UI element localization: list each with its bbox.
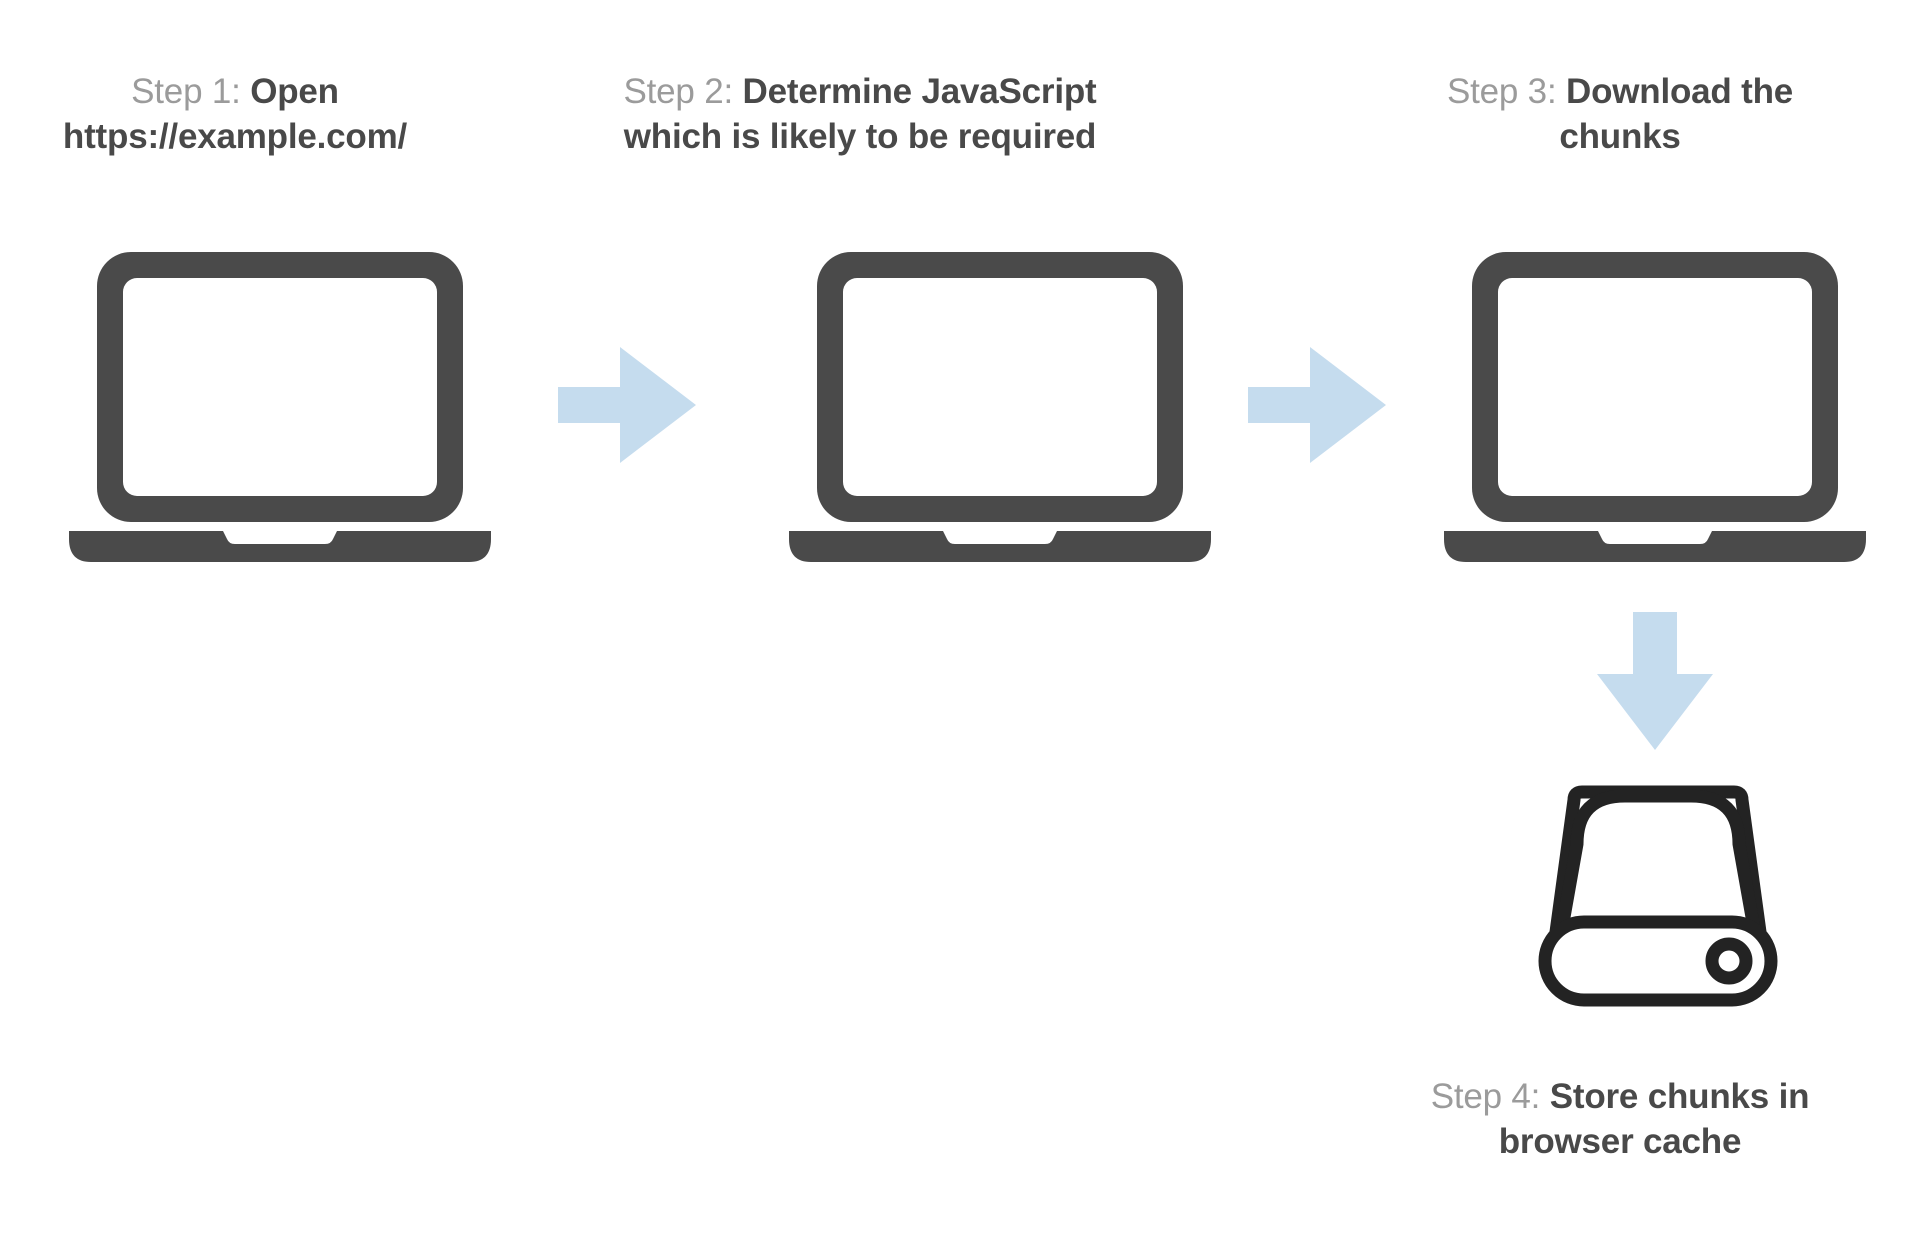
step-1-label: Step 1: [131, 72, 251, 111]
step-1-caption: Step 1: Open https://example.com/ [30, 70, 440, 160]
step-4-text: Store chunks in browser cache [1498, 1077, 1810, 1161]
step-3-text: Download the chunks [1559, 72, 1794, 156]
step-3-caption: Step 3: Download the chunks [1390, 70, 1850, 160]
step-4-label: Step 4: [1430, 1077, 1550, 1116]
step-2-text: Determine JavaScript which is likely to … [623, 72, 1097, 156]
hard-drive-icon [1533, 782, 1783, 1012]
arrow-down-icon [1595, 612, 1715, 752]
laptop-icon [1440, 248, 1870, 568]
laptop-icon [785, 248, 1215, 568]
step-2-caption: Step 2: Determine JavaScript which is li… [570, 70, 1150, 160]
arrow-right-icon [1248, 345, 1388, 465]
laptop-icon [65, 248, 495, 568]
step-4-caption: Step 4: Store chunks in browser cache [1390, 1075, 1850, 1165]
step-3-label: Step 3: [1446, 72, 1566, 111]
arrow-right-icon [558, 345, 698, 465]
step-2-label: Step 2: [623, 72, 743, 111]
step-1-text: Open https://example.com/ [62, 72, 408, 156]
